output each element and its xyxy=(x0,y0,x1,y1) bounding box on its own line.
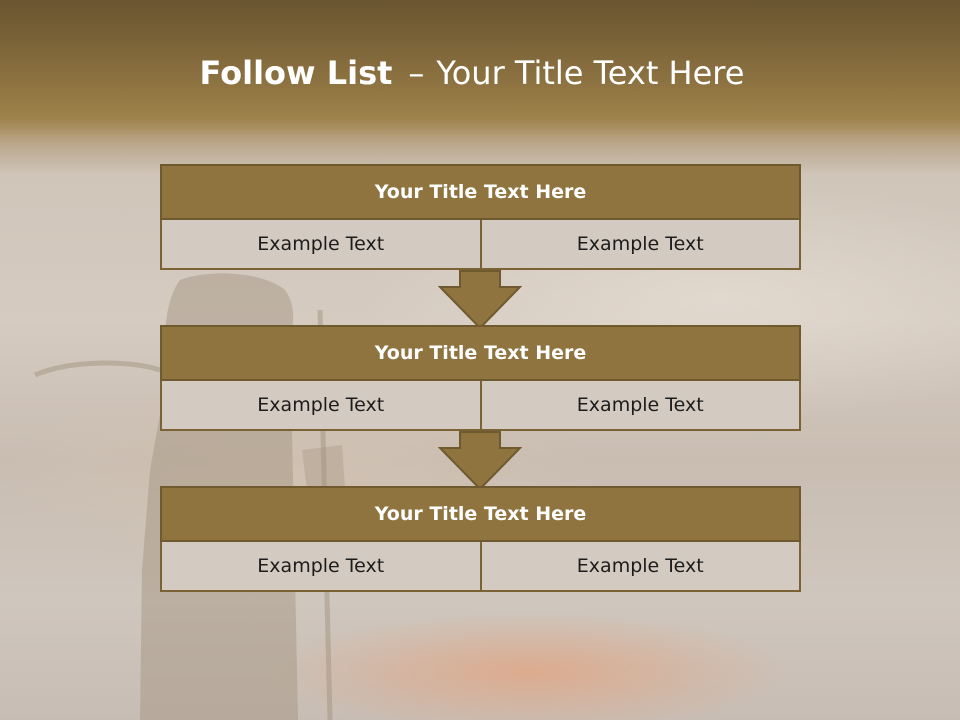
step-box-3: Your Title Text Here Example Text Exampl… xyxy=(160,486,801,592)
down-arrow-icon xyxy=(438,270,522,330)
title-separator: – xyxy=(408,54,425,92)
step-heading: Your Title Text Here xyxy=(160,164,801,220)
step-box-2: Your Title Text Here Example Text Exampl… xyxy=(160,325,801,431)
step-cell-left: Example Text xyxy=(160,542,482,592)
step-row: Example Text Example Text xyxy=(160,220,801,270)
step-cell-right: Example Text xyxy=(481,220,801,270)
step-box-1: Your Title Text Here Example Text Exampl… xyxy=(160,164,801,270)
down-arrow-icon xyxy=(438,431,522,491)
step-heading: Your Title Text Here xyxy=(160,325,801,381)
step-row: Example Text Example Text xyxy=(160,381,801,431)
step-cell-left: Example Text xyxy=(160,381,482,431)
header-band xyxy=(0,0,960,150)
step-cell-left: Example Text xyxy=(160,220,482,270)
step-cell-right: Example Text xyxy=(481,381,801,431)
step-cell-right: Example Text xyxy=(481,542,801,592)
step-heading: Your Title Text Here xyxy=(160,486,801,542)
slide-title: Follow List–Your Title Text Here xyxy=(0,54,944,92)
title-bold: Follow List xyxy=(199,54,393,92)
step-row: Example Text Example Text xyxy=(160,542,801,592)
title-rest: Your Title Text Here xyxy=(436,54,745,92)
